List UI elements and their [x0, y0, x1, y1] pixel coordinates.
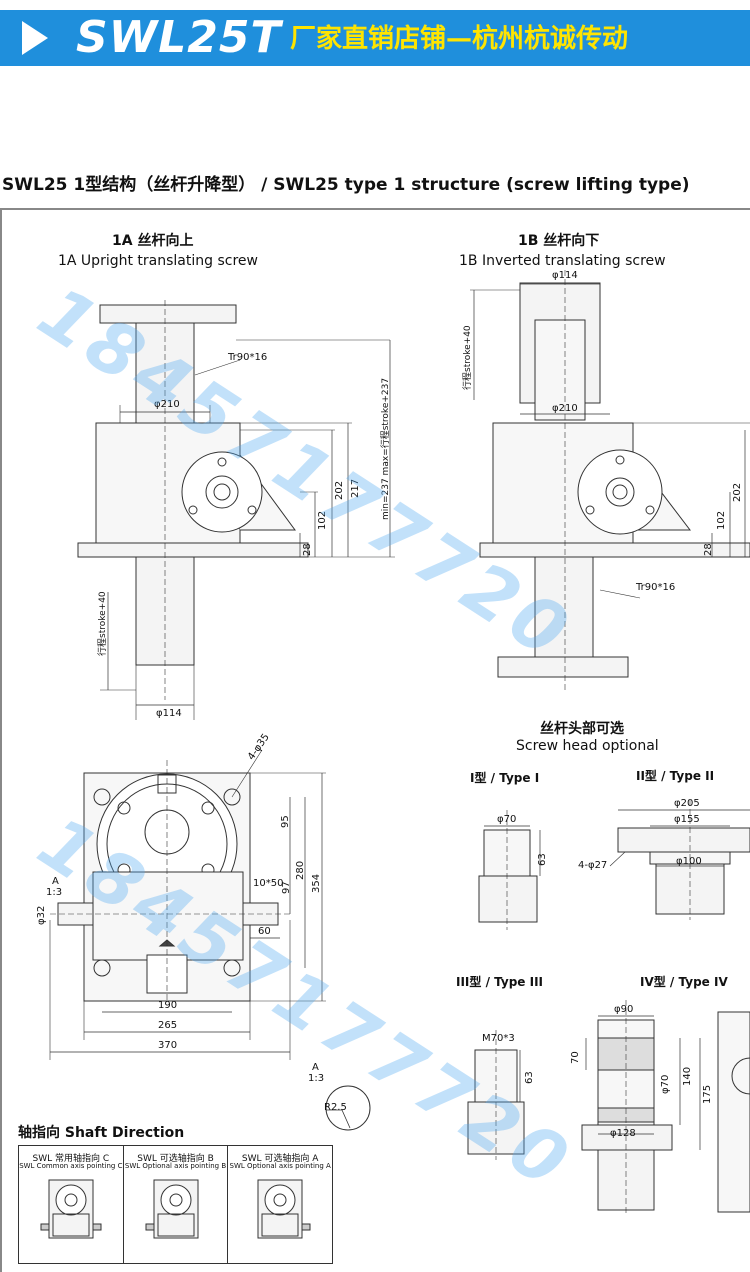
type-iii-label: III型 / Type III: [456, 975, 544, 989]
type-i-63: 63: [537, 853, 548, 866]
dim-1a-202: 202: [334, 480, 345, 500]
type-iv-d128: φ128: [610, 1128, 636, 1139]
shaft-option-a: SWL 可选轴指向 A SWL Optional axis pointing A: [228, 1146, 332, 1263]
header-banner: SWL25T 厂家直销店铺—杭州杭诚传动: [0, 10, 750, 66]
view-1b-title-en: 1B Inverted translating screw: [459, 253, 666, 269]
type-iii-63: 63: [524, 1071, 535, 1084]
dim-plan-scale: 1:3: [46, 887, 63, 898]
shaft-direction-table: SWL 常用轴指向 C SWL Common axis pointing C S…: [18, 1145, 333, 1264]
shaft-option-a-cn: SWL 可选轴指向 A: [241, 1154, 319, 1164]
screw-head-drawings: [467, 800, 750, 1215]
dim-plan-95: 95: [280, 815, 291, 828]
dim-1a-stroke-top: min=237 max=行程stroke+237: [381, 377, 391, 520]
dim-plan-section: A: [52, 876, 59, 887]
dim-plan-d32: φ32: [36, 905, 47, 925]
view-1a-drawing: [77, 300, 395, 720]
shaft-option-c-cn: SWL 常用轴指向 C: [32, 1154, 110, 1164]
dim-plan-354: 354: [311, 873, 322, 893]
dim-plan-60: 60: [258, 926, 271, 937]
dim-plan-key: 10*50: [253, 878, 284, 889]
dim-1a-217: 217: [350, 478, 361, 498]
plan-view-drawing: [49, 749, 371, 1131]
dim-plan-97: 97: [281, 881, 292, 894]
shaft-option-b-cn: SWL 可选轴指向 B: [137, 1154, 214, 1164]
shaft-option-c-en: SWL Common axis pointing C: [19, 1162, 123, 1170]
dim-plan-radius: R2.5: [324, 1102, 347, 1113]
dim-plan-280: 280: [295, 860, 306, 880]
gearbox-a-icon: [257, 1179, 311, 1239]
dim-plan-detail-scale: 1:3: [308, 1073, 325, 1084]
type-i-d70: φ70: [497, 814, 517, 825]
dim-1a-d114: φ114: [156, 708, 182, 719]
dim-1a-thread: Tr90*16: [228, 352, 268, 363]
dim-plan-detail-label: A: [312, 1062, 319, 1073]
dim-plan-370: 370: [158, 1040, 178, 1051]
view-1a-title-en: 1A Upright translating screw: [58, 253, 258, 269]
dim-1a-stroke-bottom: 行程stroke+40: [98, 591, 108, 656]
type-iv-175: 175: [702, 1084, 713, 1104]
type-ii-d100: φ100: [676, 856, 702, 867]
screw-head-title-cn: 丝杆头部可选: [540, 721, 624, 737]
dim-1a-28: 28: [302, 543, 313, 556]
drawing-frame: [0, 208, 750, 1272]
dim-1b-d114: φ114: [552, 270, 578, 281]
type-ii-d155: φ155: [674, 814, 700, 825]
model-name: SWL25T: [76, 12, 282, 63]
type-iv-140: 140: [682, 1066, 693, 1086]
store-slogan: 厂家直销店铺—杭州杭诚传动: [290, 24, 629, 54]
screw-head-title-en: Screw head optional: [516, 738, 659, 754]
type-iv-label: IV型 / Type IV: [640, 975, 728, 989]
gearbox-b-icon: [145, 1179, 199, 1239]
type-iv-70: 70: [570, 1051, 581, 1064]
type-ii-label: II型 / Type II: [636, 769, 715, 783]
dim-1b-d210: φ210: [552, 403, 578, 414]
shaft-option-b-en: SWL Optional axis pointing B: [124, 1162, 227, 1170]
dim-1b-28: 28: [703, 543, 714, 556]
dim-1b-stroke: 行程stroke+40: [463, 325, 473, 390]
view-1b-title-cn: 1B 丝杆向下: [518, 233, 600, 249]
type-iii-thread: M70*3: [482, 1033, 515, 1044]
play-triangle-icon: [22, 21, 48, 55]
type-iv-d90: φ90: [614, 1004, 634, 1015]
gearbox-c-icon: [40, 1179, 102, 1239]
type-ii-holes: 4-φ27: [578, 860, 608, 871]
shaft-option-a-en: SWL Optional axis pointing A: [229, 1162, 331, 1170]
type-i-label: I型 / Type I: [470, 771, 540, 785]
dim-1b-102: 102: [716, 510, 727, 530]
view-1a-title-cn: 1A 丝杆向上: [112, 233, 194, 249]
dim-1a-d210: φ210: [154, 399, 180, 410]
shaft-direction-title: 轴指向 Shaft Direction: [18, 1125, 185, 1141]
shaft-option-c: SWL 常用轴指向 C SWL Common axis pointing C: [19, 1146, 124, 1263]
dim-1b-thread: Tr90*16: [636, 582, 676, 593]
shaft-option-b: SWL 可选轴指向 B SWL Optional axis pointing B: [124, 1146, 229, 1263]
type-ii-d205: φ205: [674, 798, 700, 809]
dim-1b-202: 202: [732, 482, 743, 502]
section-title: SWL25 1型结构（丝杆升降型） / SWL25 type 1 structu…: [2, 175, 690, 195]
dim-1a-102: 102: [317, 510, 328, 530]
dim-plan-265: 265: [158, 1020, 178, 1031]
dim-plan-190: 190: [158, 1000, 178, 1011]
type-iv-d70: φ70: [660, 1074, 671, 1094]
view-1b-drawing: [470, 270, 750, 690]
